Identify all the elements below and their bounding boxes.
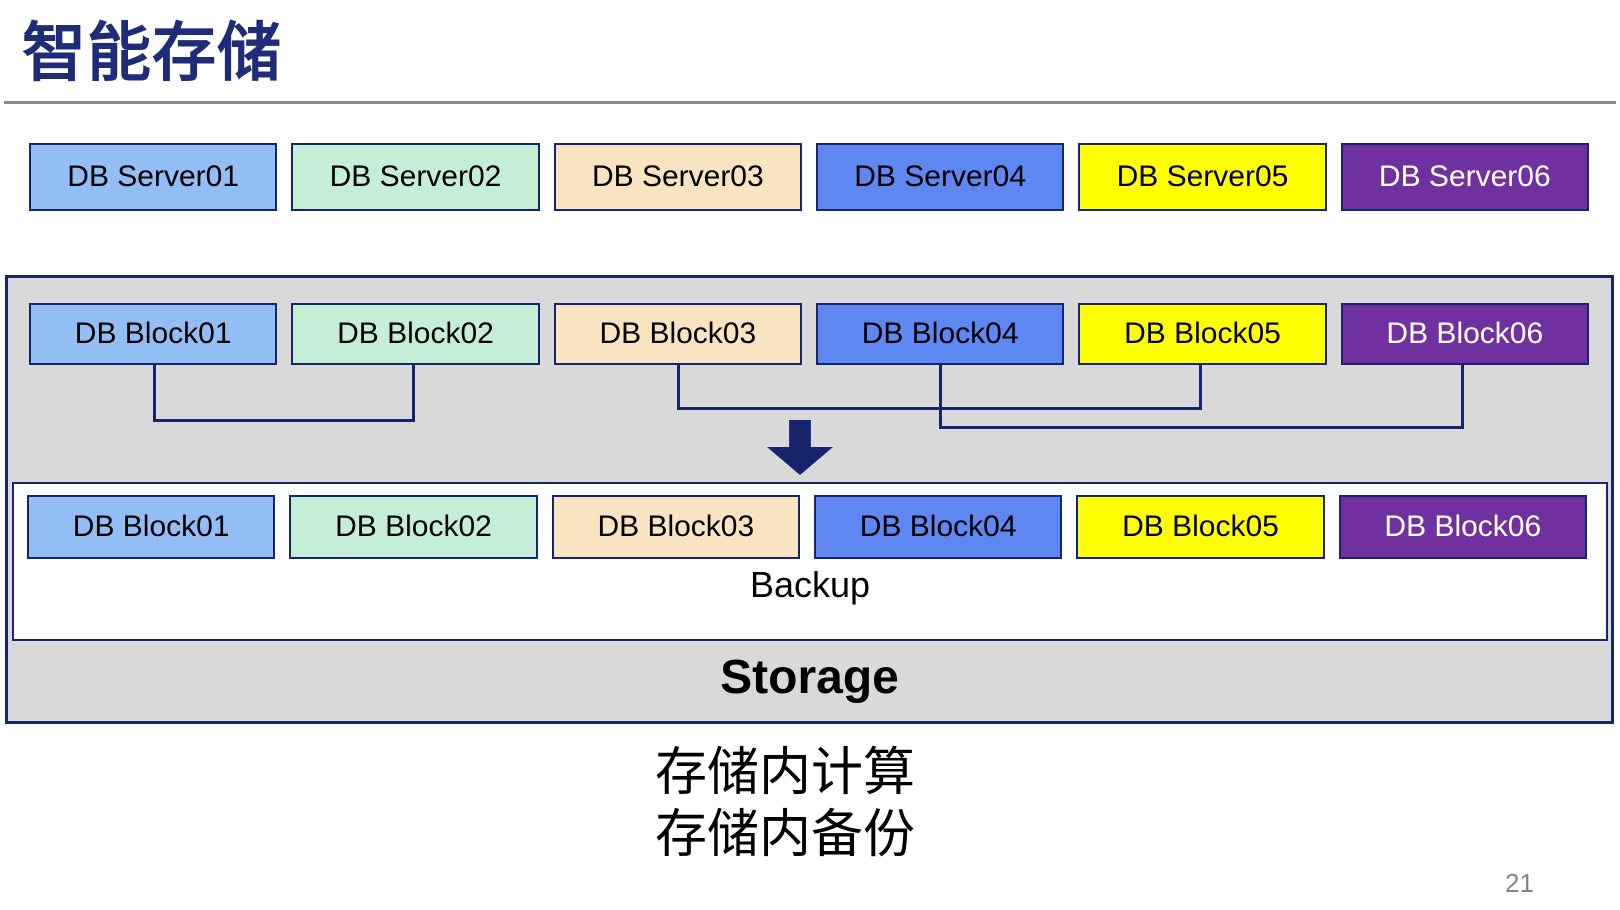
db-block06-bottom-box: DB Block06 (1338, 495, 1587, 559)
connector-block04-block06 (939, 365, 1464, 429)
db-server05-box: DB Server05 (1078, 143, 1327, 211)
db-block04-top-box: DB Block04 (815, 303, 1065, 365)
title-divider (4, 101, 1616, 104)
db-server04-box: DB Server04 (815, 143, 1065, 211)
storage-label: Storage (720, 651, 899, 704)
down-arrow-icon (767, 420, 833, 475)
db-block03-top-box: DB Block03 (553, 303, 802, 365)
page-title: 智能存储 (22, 17, 282, 89)
db-server06-box: DB Server06 (1340, 143, 1589, 211)
caption-text: 存储内计算 存储内备份 (0, 742, 1570, 866)
db-server-row: DB Server01 DB Server02 DB Server03 DB S… (29, 143, 1589, 211)
backup-label: Backup (749, 564, 871, 605)
page-number: 21 (1505, 868, 1534, 898)
caption-line-1: 存储内计算 (654, 744, 915, 802)
db-server03-box: DB Server03 (553, 143, 802, 211)
db-block-row-top: DB Block01 DB Block02 DB Block03 DB Bloc… (29, 303, 1589, 365)
connector-block01-block02 (153, 365, 415, 422)
db-block05-top-box: DB Block05 (1078, 303, 1327, 365)
db-server01-box: DB Server01 (29, 143, 278, 211)
db-block05-bottom-box: DB Block05 (1076, 495, 1325, 559)
caption-line-2: 存储内备份 (654, 806, 915, 864)
db-block04-bottom-box: DB Block04 (813, 495, 1063, 559)
db-block02-top-box: DB Block02 (291, 303, 540, 365)
backup-box: DB Block01 DB Block02 DB Block03 DB Bloc… (12, 482, 1608, 641)
db-block-row-bottom: DB Block01 DB Block02 DB Block03 DB Bloc… (27, 495, 1587, 559)
db-block02-bottom-box: DB Block02 (289, 495, 538, 559)
db-server02-box: DB Server02 (291, 143, 540, 211)
db-block01-bottom-box: DB Block01 (27, 495, 276, 559)
storage-container: DB Block01 DB Block02 DB Block03 DB Bloc… (5, 275, 1614, 724)
db-block01-top-box: DB Block01 (29, 303, 278, 365)
db-block03-bottom-box: DB Block03 (551, 495, 800, 559)
db-block06-top-box: DB Block06 (1340, 303, 1589, 365)
